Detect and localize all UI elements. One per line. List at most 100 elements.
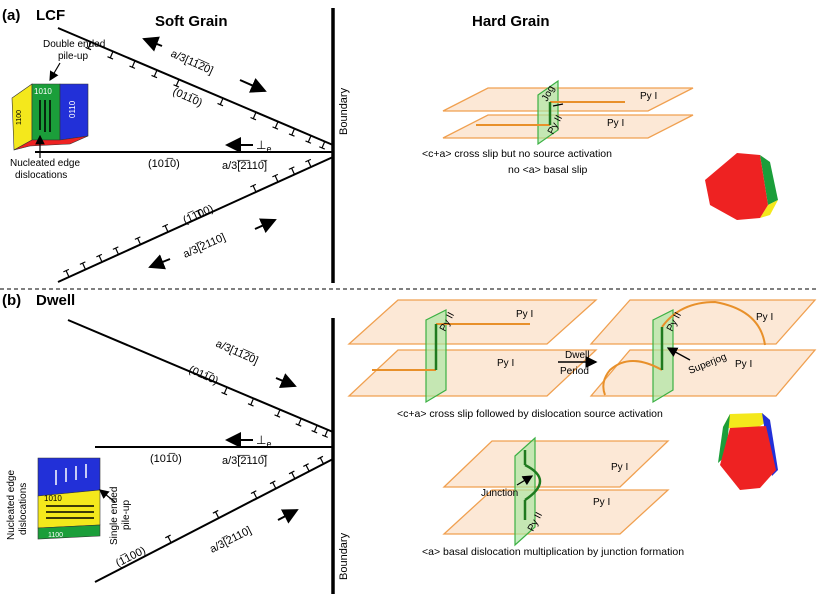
dislocation-tick [87,41,92,49]
arrow-upper-a-left [142,36,163,52]
inset-b-face-green [37,524,101,540]
slip-plane-upper-b: (011̅0) [187,364,220,388]
dislocation-tick [307,160,312,168]
inset-b-right-label-1: Single ended [109,487,120,545]
dislocation-tick-bar [305,140,312,144]
dislocation-tick-bar [274,414,281,418]
dislocation-tick-bar [319,146,326,150]
dislocation-tick-bar [112,246,119,250]
dislocation-symbols-lower-b [165,455,325,543]
superjog-pointer [666,347,691,361]
dislocation-tick-bar [173,84,180,88]
dislocation-tick [137,237,142,245]
panel-b-label: (b) [2,292,21,309]
inset-b-left-label-1: Nucleated edge [6,470,17,540]
dislocation-tick [219,97,224,105]
py2-prism-plane-b-junction [514,436,536,547]
dislocation-tick [319,457,325,465]
inset-b-left-label-2: dislocations [18,483,29,535]
dislocation-tick [272,482,277,489]
dislocation-tick [175,79,180,87]
dislocation-tick [307,135,312,143]
py1-plane-lower-b-junction [442,489,670,535]
dislocation-tick-bar [317,455,324,460]
dislocation-tick-bar [165,534,171,539]
dislocation-tick [82,262,87,270]
dislocation-tick [250,398,255,406]
slip-dir-lower-b: a/3[̅2110] [208,525,254,556]
hexagon-a-red-face [705,153,768,220]
slip-dir-mid-a: a/3[̅2̅110̅] [222,160,268,172]
dislocation-tick-bar [295,423,302,427]
inset-b-right-label-2: pile-up [121,500,132,530]
dislocation-tick [252,112,257,119]
slip-line-lower-a [57,156,334,283]
dislocation-tick-bar [288,166,295,170]
slip-plane-mid-b: (101̅0) [150,453,182,465]
slip-dir-upper-b: a/3[11̅2̅0] [214,338,260,367]
dislocation-tick-bar [272,126,279,130]
dislocation-tick [313,425,318,432]
dislocation-tick [276,409,281,417]
dislocation-tick [291,167,296,175]
dislocation-tick [109,51,114,59]
inset-a-face-green-label: 1010 [34,87,52,96]
dislocation-tick-bar [162,223,169,228]
dislocation-tick [297,418,302,426]
soft-grain-title: Soft Grain [155,13,228,30]
dislocation-tick [223,386,228,394]
hexagon-b-yellow-face [723,413,770,432]
dislocation-tick-bar [63,268,70,273]
inset-a-top-label-line2: pile-up [58,51,88,62]
dislocation-tick-bar [288,470,295,475]
slip-line-upper-a [57,27,334,146]
inset-b-face-blue [37,457,101,497]
dislocation-tick-bar [321,434,328,438]
inset-a-face-yellow-label: 1100 [16,110,23,125]
dislocation-tick-bar [85,46,92,51]
inset-b-face-green-label: 1100 [48,532,63,539]
slip-plane-lower-b: (1̅100) [114,545,148,570]
dislocation-tick [291,128,296,136]
dislocation-tick-bar [195,208,202,213]
arrow-lower-a-right [254,218,277,234]
caption-b-1: <c+a> cross slip followed by dislocation… [397,408,663,420]
slip-line-lower-b [94,458,334,583]
py1-label-junction-bottom: Py I [593,497,610,508]
dislocation-tick [164,225,169,233]
slip-plane-lower-a: (1̅100) [181,203,215,227]
slip-line-upper-b [67,319,334,433]
dislocation-tick-bar [305,158,312,163]
py1-label-junction-top: Py I [611,462,628,473]
arrow-upper-a-right [239,78,267,93]
inset-a-bottom-label-line1: Nucleated edge [10,158,80,169]
dislocation-tick-bar [107,56,114,60]
slip-plane-upper-a: (011̅0) [171,86,204,110]
py1-label-b-left-bottom: Py I [497,358,514,369]
dwell-label-line2: Period [560,366,589,377]
arrow-lower-b-right [277,509,299,524]
py1-label-lower-a: Py I [607,118,624,129]
caption-a-2: no <a> basal slip [508,164,588,176]
panel-a-title: LCF [36,7,65,24]
hexagon-a-green-face [760,155,778,205]
inset-a-bottom-label-line2: dislocations [15,170,67,181]
inset-b-right-pointer [99,489,116,503]
inset-a-crystal: 1010 0110 1100 [11,83,89,151]
hexagon-a-yellow-face [760,200,778,218]
dislocation-tick [305,464,310,472]
arrow-lower-a-left [148,254,171,270]
dislocation-tick-bar [217,102,224,107]
py1-label-b-left-top: Py I [516,309,533,320]
dislocation-symbols-lower-a [63,158,312,278]
hexagon-crystal-a [705,153,778,220]
dislocation-tick-bar [247,403,254,407]
dislocation-tick [274,121,279,129]
arrow-upper-b-right [275,373,297,388]
dislocation-tick [65,270,70,278]
dislocation-tick [98,255,103,263]
py1-label-b-right-top: Py I [756,312,773,323]
py1-plane-upper-b-junction [442,440,670,488]
inset-b-crystal: 1010 1100 [37,457,101,540]
